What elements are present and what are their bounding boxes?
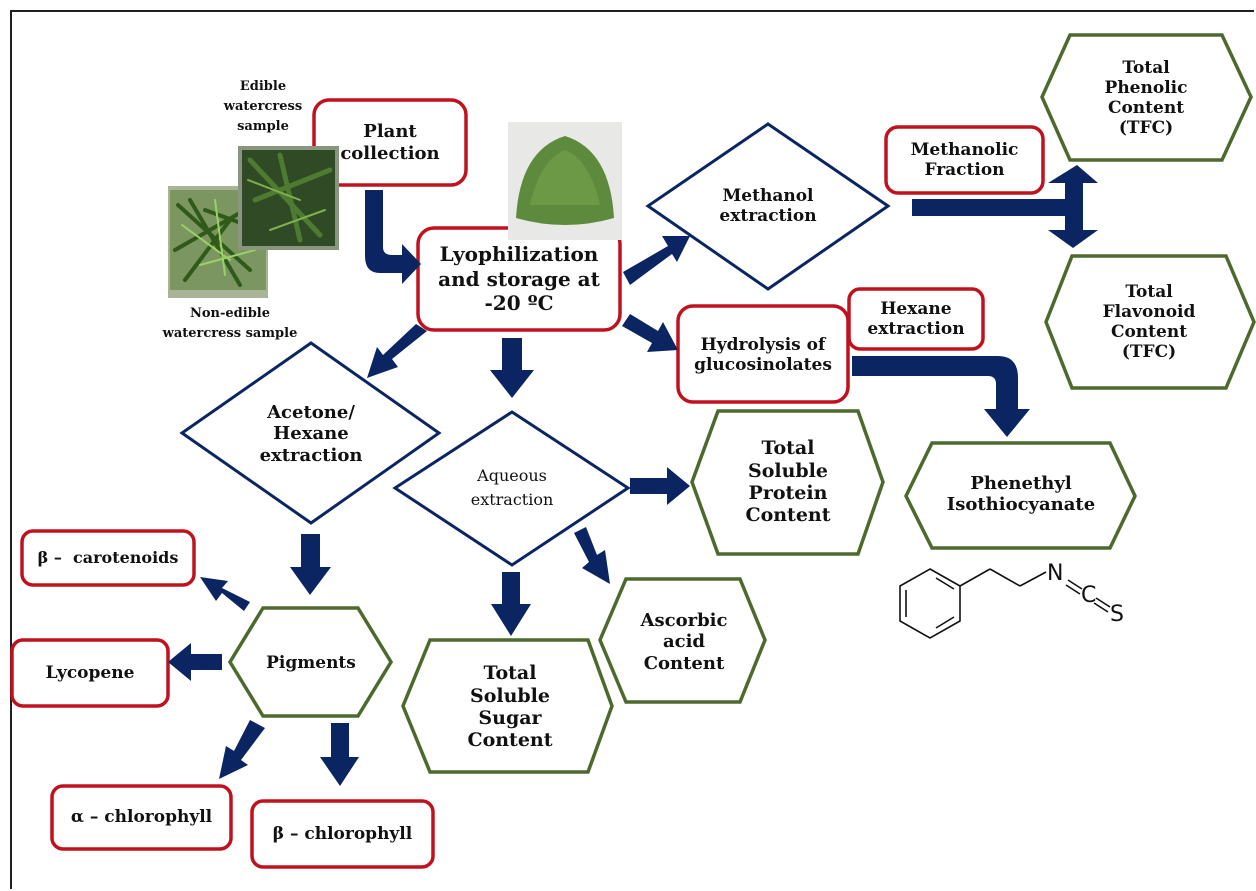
lyophilization-to-hydrolysis-arrow: [622, 314, 678, 352]
methanol-extraction-diamond: [645, 122, 891, 291]
beta-carotenoids-box: [20, 529, 196, 587]
aqueous-to-ascorbic-arrow: [574, 527, 610, 584]
edible-photo: [238, 146, 339, 250]
plant-to-lyophilization-arrow: [365, 190, 421, 284]
hydrolysis-label: Hydrolysis of glucosinolates: [694, 334, 832, 375]
lyophilization-label: Lyophilization and storage at -20 ºC: [438, 242, 600, 316]
figure-frame: [10, 10, 1254, 889]
alpha-chlorophyll-label: α – chlorophyll: [70, 807, 213, 828]
acetone-to-pigments-arrow: [290, 534, 331, 595]
total-flavonoid-hexagon: [1044, 254, 1256, 390]
total-sugar-label: Total Soluble Sugar Content: [467, 662, 553, 752]
nonedible-sample-caption: Non-edible watercress sample: [162, 306, 298, 342]
acetone-hexane-diamond: [179, 341, 442, 525]
hydrolysis-box: [676, 304, 850, 404]
methanolic-fraction-label: Methanolic Fraction: [910, 139, 1019, 180]
nitrogen-atom: N: [1047, 561, 1064, 586]
plant-collection-box: [312, 98, 468, 187]
aqueous-extraction-diamond: [392, 410, 631, 567]
pigments-hexagon: [227, 606, 394, 718]
phenethyl-hexagon: [904, 441, 1137, 550]
methanol-extraction-label: Methanol extraction: [719, 185, 817, 226]
pigments-to-carotenoids-arrow: [200, 577, 250, 611]
lyophilization-to-acetone-arrow: [367, 324, 427, 378]
phenethyl-label: Phenethyl Isothiocyanate: [946, 472, 1096, 515]
lyophilization-to-methanol-arrow: [623, 236, 690, 285]
methanol-to-results-arrow: [912, 165, 1098, 248]
lycopene-box: [10, 638, 170, 708]
alpha-chlorophyll-box: [50, 784, 233, 851]
methanolic-fraction-box: [884, 125, 1045, 195]
powder-photo: [508, 122, 622, 240]
hydrolysis-to-phenethyl-arrow: [852, 356, 1030, 437]
lycopene-label: Lycopene: [45, 662, 135, 683]
aqueous-to-protein-arrow: [630, 467, 690, 505]
lyophilization-to-aqueous-arrow: [490, 338, 534, 398]
beta-carotenoids-label: β – carotenoids: [37, 547, 179, 567]
pigments-label: Pigments: [266, 652, 356, 673]
total-flavonoid-label: Total Flavonoid Content (TFC): [1102, 281, 1196, 363]
total-sugar-hexagon: [401, 638, 614, 774]
pigments-to-beta-chl-arrow: [320, 723, 359, 786]
pigments-to-lycopene-arrow: [168, 643, 222, 681]
hexane-extraction-box: [847, 287, 985, 351]
acetone-hexane-label: Acetone/ Hexane extraction: [259, 402, 363, 466]
aqueous-extraction-label: Aqueous extraction: [470, 466, 554, 509]
ascorbic-label: Ascorbic acid Content: [640, 610, 728, 674]
sulfur-atom: S: [1110, 602, 1124, 627]
total-protein-label: Total Soluble Protein Content: [745, 437, 831, 527]
total-phenolic-hexagon: [1040, 33, 1253, 162]
total-protein-hexagon: [690, 409, 885, 556]
total-phenolic-label: Total Phenolic Content (TFC): [1104, 57, 1188, 139]
plant-collection-label: Plant collection: [340, 121, 440, 164]
beta-chlorophyll-label: β – chlorophyll: [272, 823, 413, 844]
ascorbic-hexagon: [598, 577, 767, 704]
beta-chlorophyll-box: [250, 799, 435, 869]
carbon-atom: C: [1081, 583, 1097, 608]
edible-sample-caption: Edible watercress sample: [223, 79, 303, 135]
pigments-to-alpha-arrow: [219, 720, 265, 779]
hexane-extraction-label: Hexane extraction: [867, 298, 965, 339]
aqueous-to-sugar-arrow: [491, 572, 531, 636]
phenethyl-structure: [899, 568, 1111, 639]
